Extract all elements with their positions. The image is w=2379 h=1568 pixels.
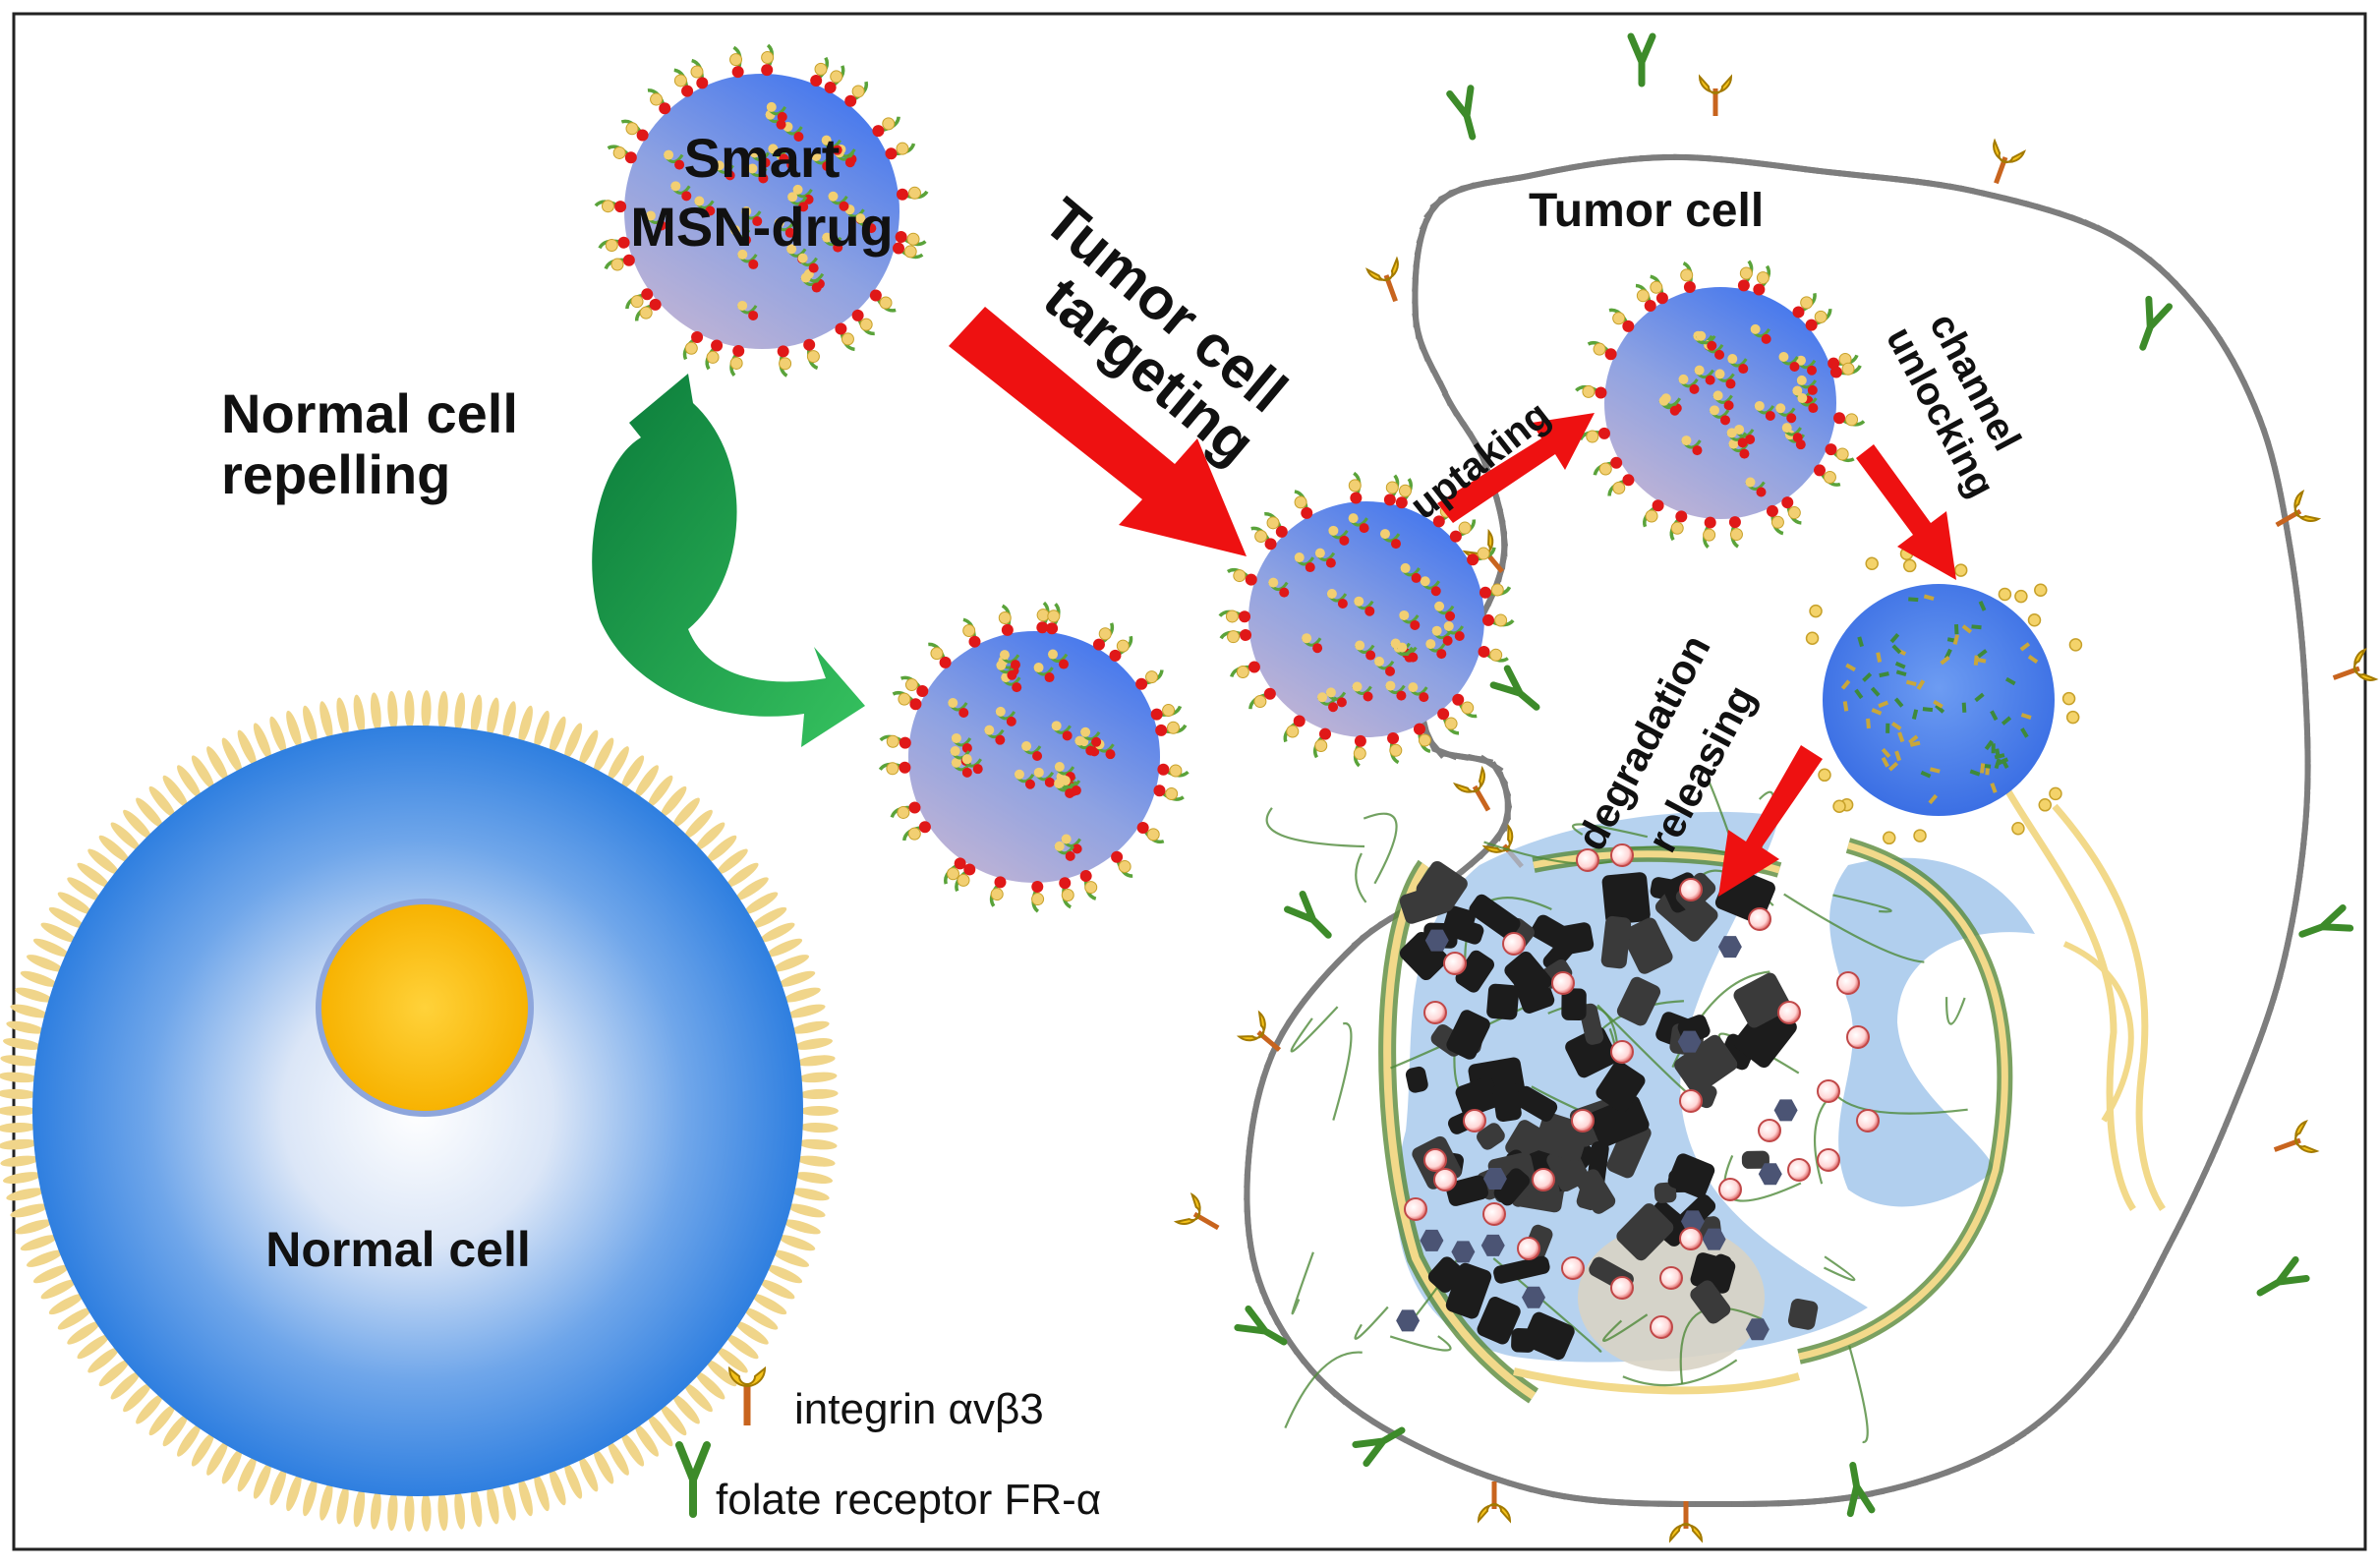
label-normal-cell: Normal cell — [265, 1222, 531, 1277]
label-normal-cell-repelling-1: Normal cell — [221, 382, 518, 444]
label-tumor-cell: Tumor cell — [1529, 185, 1764, 237]
uptaking-arrow — [1437, 413, 1595, 523]
process-arrows — [592, 307, 1956, 897]
legend: integrin αvβ3 folate receptor FR-α — [675, 1365, 1101, 1524]
normal-cell-nucleus — [316, 899, 534, 1117]
label-normal-cell-repelling-2: repelling — [221, 443, 450, 505]
folate-receptor-icon — [675, 1441, 711, 1518]
repelling-arrow — [592, 374, 865, 747]
targeting-arrow — [949, 307, 1247, 556]
label-smart: Smart — [684, 127, 841, 189]
msn-particles — [594, 43, 2083, 913]
msn-particle — [1797, 547, 2083, 845]
integrin-icon — [727, 1365, 767, 1425]
release-arrow — [1718, 745, 1823, 897]
normal-cell-membrane — [0, 690, 839, 1532]
msn-particle — [1218, 471, 1515, 768]
label-msn-drug: MSN-drug — [630, 196, 894, 258]
msn-particle — [594, 43, 929, 377]
msn-particle — [878, 601, 1190, 913]
legend-folate-receptor: folate receptor FR-α — [716, 1476, 1101, 1524]
cytoskeleton-fibers — [1265, 780, 1968, 1443]
released-drug-beads — [1404, 843, 1880, 1339]
msn-particle — [1575, 260, 1866, 549]
normal-cell — [0, 690, 839, 1532]
legend-integrin: integrin αvβ3 — [794, 1385, 1044, 1433]
drug-aggregates — [1396, 860, 1819, 1361]
channel-unlocking-arrow — [1856, 444, 1956, 580]
